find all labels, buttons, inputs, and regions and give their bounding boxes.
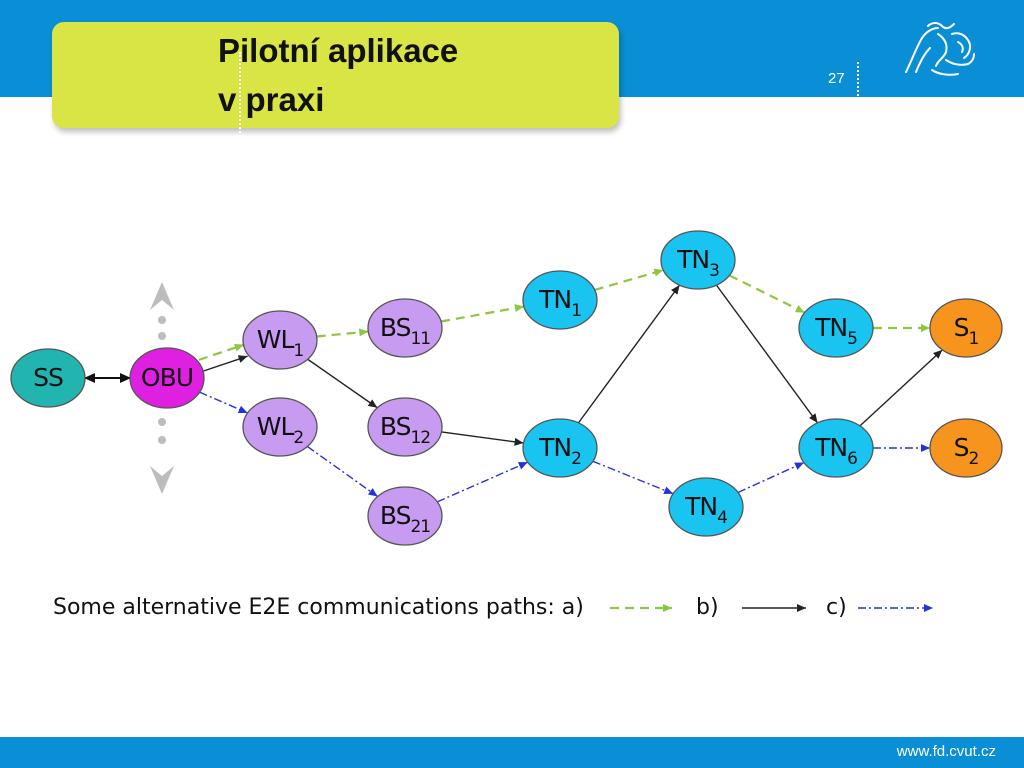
node-tn2-label: TN2 [538,433,581,469]
page-number: 27 [828,70,845,87]
node-s1-label: S1 [954,313,979,349]
node-tn5-label: TN5 [814,313,857,349]
edge-tn1-tn3-a [594,268,664,291]
edge-tn4-tn6-c [737,461,805,494]
node-bs12-subscript: 12 [410,428,430,448]
edge-wl1-bs11-a [316,328,369,338]
node-wl1-label: WL1 [257,325,304,361]
node-s2-subscript: 2 [969,449,979,469]
node-tn3: TN3 [660,230,736,290]
node-bs11: BS11 [367,298,443,358]
node-tn1: TN1 [522,270,598,330]
footer-url: www.fd.cvut.cz [896,743,996,760]
edge-wl2-bs21-c [306,445,379,498]
page-number-separator [857,62,859,96]
node-tn6-label: TN6 [814,433,857,469]
edge-wl1-bs12-b [307,358,378,409]
legend-c-label: c) [826,595,847,620]
node-tn4-subscript: 4 [717,508,727,528]
node-tn4-shape [668,477,744,537]
node-obu: OBU [129,347,205,409]
mobility-down-arrow-icon [150,466,174,494]
edge-tn3-tn6-b [715,284,819,424]
node-tn1-subscript: 1 [571,301,581,321]
node-tn1-label: TN1 [538,285,581,321]
node-wl1-subscript: 1 [293,341,303,361]
node-tn5: TN5 [798,298,874,358]
node-tn3-subscript: 3 [709,261,719,281]
legend-text: Some alternative E2E communications path… [53,595,584,620]
node-s2-label: S2 [954,433,979,469]
legend-b-label: b) [696,595,719,620]
footer-band [0,737,1024,768]
edge-obu-wl1-b [202,355,248,372]
title-box [52,22,619,144]
node-bs12: BS12 [367,397,443,457]
node-bs11-subscript: 11 [410,329,430,349]
node-tn3-label: TN3 [676,245,719,281]
node-obu-shape [129,347,205,409]
node-tn5-subscript: 5 [847,329,857,349]
node-tn4-label: TN4 [684,492,727,528]
edge-tn3-tn5-a [728,274,806,314]
edge-bs21-tn2-c [437,461,528,503]
edge-obu-wl2-c [199,391,248,414]
edge-bs12-tn2-b [441,431,524,446]
node-wl2-shape [242,397,318,457]
edge-obu-wl1-a [198,343,245,361]
node-bs11-label: BS11 [380,313,430,349]
node-bs21-label: BS21 [380,501,430,537]
node-wl1: WL1 [242,310,318,370]
mobility-up-arrow-icon [150,282,174,310]
node-tn6: TN6 [798,418,874,478]
node-s2-shape [929,418,1003,478]
node-tn6-shape [798,418,874,478]
node-wl2: WL2 [242,397,318,457]
node-wl1-shape [242,310,318,370]
node-tn2-shape [522,418,598,478]
university-logo-icon [905,22,975,76]
node-tn5-shape [798,298,874,358]
node-s1-subscript: 1 [969,329,979,349]
node-s1-shape [929,298,1003,358]
node-tn3-shape [660,230,736,290]
edge-tn2-tn3-b [577,284,681,424]
slide-title-line-1: Pilotní aplikace [218,32,459,69]
node-wl2-subscript: 2 [293,428,303,448]
node-bs11-shape [367,298,443,358]
node-ss-shape [10,348,86,408]
node-s1: S1 [929,298,1003,358]
node-tn2-subscript: 2 [571,449,581,469]
node-bs12-shape [367,397,443,457]
edge-tn6-s1-b [859,349,943,427]
node-bs12-label: BS12 [380,412,430,448]
node-bs21: BS21 [367,486,443,546]
node-ss-label: SS [33,363,63,392]
title-divider [239,52,241,144]
node-bs21-subscript: 21 [410,517,430,537]
node-wl2-label: WL2 [257,412,304,448]
node-tn6-subscript: 6 [847,449,857,469]
slide-title-line-2: v praxi [218,81,325,118]
mobility-indicator [150,282,174,494]
node-ss: SS [10,348,86,408]
node-bs21-shape [367,486,443,546]
edge-bs11-tn1-a [440,304,525,323]
diagram-edges [84,268,943,503]
node-tn2: TN2 [522,418,598,478]
node-obu-label: OBU [141,363,193,392]
node-s2: S2 [929,418,1003,478]
node-tn4: TN4 [668,477,744,537]
edge-tn2-tn4-c [592,460,674,495]
legend: Some alternative E2E communications path… [53,595,933,620]
node-tn1-shape [522,270,598,330]
